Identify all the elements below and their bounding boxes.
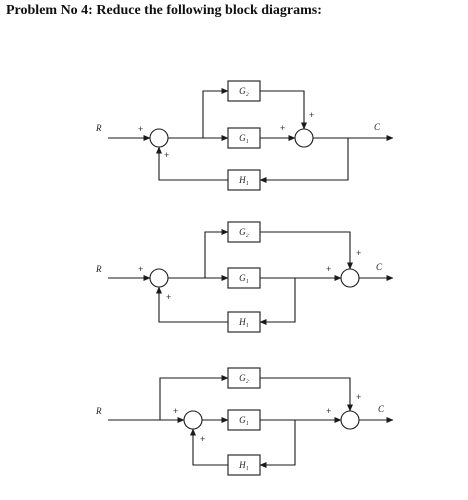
diagram-2: G₂ G₁ H₁ R C + + + +	[95, 221, 394, 333]
d2-g2-label: G₂	[239, 227, 249, 237]
d3-h1-label: H₁	[238, 460, 249, 470]
d1-h1-to-sum1	[156, 146, 228, 181]
d1-g2-to-sum2	[260, 90, 307, 130]
d3-feedback-to-h1	[259, 420, 296, 468]
d1-g2-label: G₂	[239, 86, 249, 96]
d1-input-label: R	[95, 123, 102, 133]
d2-output-label: C	[376, 262, 383, 272]
d2-branch-to-g2	[204, 229, 229, 278]
d1-h1-label: H₁	[238, 175, 249, 185]
d1-branch-to-g2	[202, 88, 229, 138]
d3-sign-sum2-left: +	[326, 406, 331, 416]
diagram-1: G₂ G₁ H₁ R C + + + +	[95, 80, 394, 191]
d1-summing-junction-2	[294, 128, 314, 148]
d3-input-label: R	[95, 406, 102, 416]
d2-summing-junction-1	[149, 268, 169, 288]
d2-sign-sum1-fb: +	[166, 292, 171, 302]
d2-summing-junction-2	[340, 268, 360, 288]
d2-feedback-to-h1	[259, 278, 296, 325]
d1-feedback-to-h1	[259, 138, 349, 183]
problem-title: Problem No 4: Reduce the following block…	[6, 3, 322, 18]
d3-summing-junction-2	[340, 410, 360, 430]
d3-g1-label: G₁	[239, 415, 249, 425]
d3-g2-to-sum2	[260, 377, 353, 412]
d1-sign-sum2-left: +	[280, 123, 285, 133]
d2-sign-sum2-left: +	[326, 264, 331, 274]
diagram-3: G₂ G₁ H₁ R C + + + +	[95, 367, 394, 476]
d1-sign-sum1-fb: +	[164, 150, 169, 160]
d1-sign-sum1-in: +	[138, 124, 143, 134]
d1-summing-junction-1	[149, 128, 169, 148]
d3-sign-sum1-in: +	[173, 406, 178, 416]
d3-g2-label: G₂	[239, 373, 249, 383]
d3-summing-junction-1	[183, 410, 203, 430]
d1-output-label: C	[374, 122, 381, 132]
d2-g2-to-sum2	[260, 231, 353, 270]
d3-sign-sum2-top: +	[356, 392, 361, 402]
d2-sign-sum2-top: +	[356, 248, 361, 258]
d3-output-label: C	[378, 404, 385, 414]
d3-branch-to-g2	[159, 375, 229, 420]
d3-sign-sum1-fb: +	[200, 434, 205, 444]
d2-input-label: R	[95, 264, 102, 274]
d1-sign-sum2-top: +	[309, 110, 314, 120]
d3-h1-to-sum1	[190, 428, 228, 466]
d2-h1-label: H₁	[238, 317, 249, 327]
d2-h1-to-sum1	[156, 286, 228, 323]
d1-g1-label: G₁	[239, 133, 249, 143]
d2-g1-label: G₁	[239, 273, 249, 283]
d2-sign-sum1-in: +	[138, 264, 143, 274]
